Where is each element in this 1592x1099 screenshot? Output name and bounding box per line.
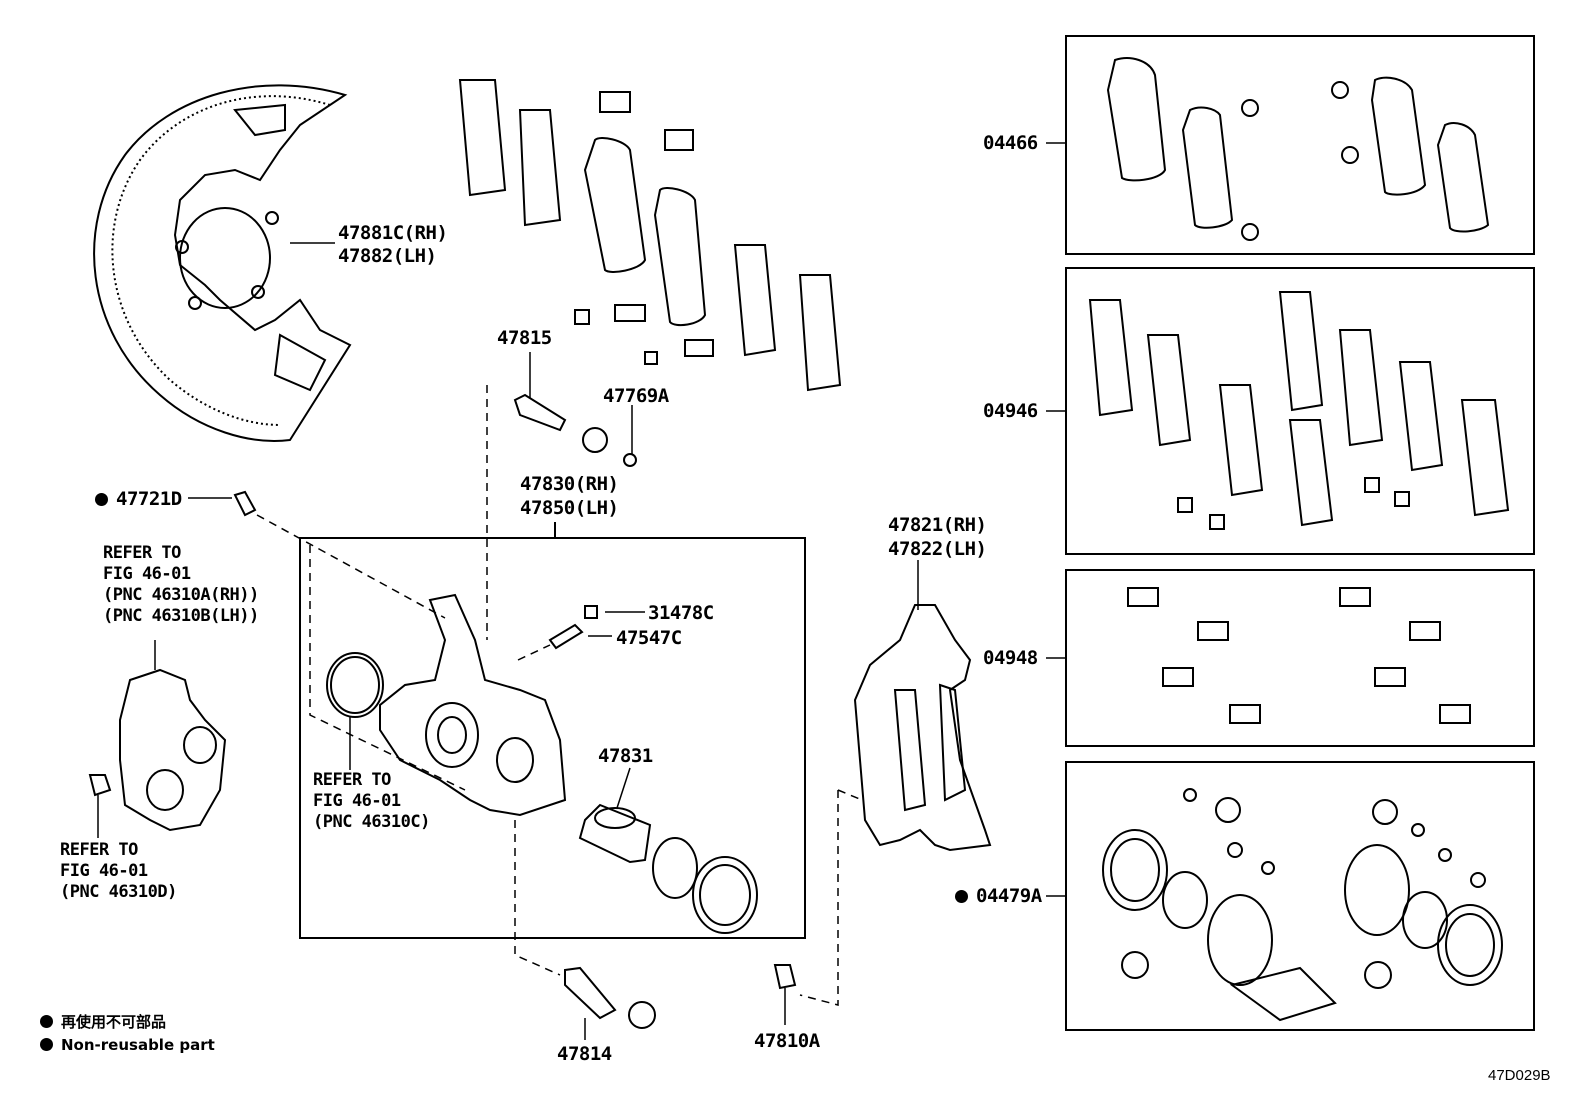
ref-c-line-2: FIG 46-01: [313, 791, 401, 811]
legend-jp-text: 再使用不可部品: [61, 1013, 167, 1031]
non-reusable-dot-icon: [40, 1038, 53, 1051]
leader-lines: [97, 142, 1066, 1040]
ref-a-line-3: (PNC 46310A(RH)): [103, 585, 259, 605]
non-reusable-dot-icon: [95, 493, 108, 506]
ref-d-line-3: (PNC 46310D): [60, 882, 177, 902]
pins-illustration: [233, 393, 797, 1029]
label-47814: 47814: [557, 1043, 612, 1065]
ref-c-line-3: (PNC 46310C): [313, 812, 430, 832]
label-47822-lh: 47822(LH): [888, 538, 987, 560]
brake-pads-illustration: [458, 79, 842, 392]
kit-04466-box: [1065, 35, 1535, 255]
label-47810a: 47810A: [754, 1030, 820, 1052]
assembly-lines: [256, 385, 863, 1006]
kit-04946-contents: [1088, 291, 1510, 530]
caliper-illustration: [326, 593, 567, 817]
kit-04466-contents: [1106, 57, 1490, 241]
legend-en-text: Non-reusable part: [61, 1036, 215, 1054]
label-47821-rh: 47821(RH): [888, 514, 987, 536]
label-04946: 04946: [983, 400, 1038, 422]
mounting-illustration: [853, 604, 992, 852]
caliper-box: [299, 537, 806, 939]
ref-a-line-4: (PNC 46310B(LH)): [103, 606, 259, 626]
label-47831: 47831: [598, 745, 653, 767]
ref-d-line-1: REFER TO: [60, 840, 138, 860]
label-47830-rh: 47830(RH): [520, 473, 619, 495]
legend-en: Non-reusable part: [40, 1036, 215, 1054]
non-reusable-dot-icon: [40, 1015, 53, 1028]
piston-illustration: [578, 803, 758, 934]
label-47769a: 47769A: [603, 385, 669, 407]
label-04466: 04466: [983, 132, 1038, 154]
figure-code: 47D029B: [1488, 1067, 1551, 1084]
label-47882-lh: 47882(LH): [338, 245, 437, 267]
ref-d-line-2: FIG 46-01: [60, 861, 148, 881]
kit-04479a-contents: [1102, 788, 1503, 1022]
label-04948: 04948: [983, 647, 1038, 669]
label-47815: 47815: [497, 327, 552, 349]
actuator-illustration: [88, 668, 227, 832]
label-47721d-text: 47721D: [116, 488, 182, 510]
label-31478c: 31478C: [648, 602, 714, 624]
dust-shield-illustration: [93, 84, 352, 442]
label-47881c-rh: 47881C(RH): [338, 222, 448, 244]
label-04479a: 04479A: [955, 885, 1042, 907]
kit-04479a-box: [1065, 761, 1535, 1031]
label-47547c: 47547C: [616, 627, 682, 649]
label-04479a-text: 04479A: [976, 885, 1042, 907]
kit-04948-contents: [1127, 587, 1471, 724]
ref-a-line-1: REFER TO: [103, 543, 181, 563]
label-47850-lh: 47850(LH): [520, 497, 619, 519]
label-47721d: 47721D: [95, 488, 182, 510]
ref-c-line-1: REFER TO: [313, 770, 391, 790]
non-reusable-dot-icon: [955, 890, 968, 903]
kit-04948-box: [1065, 569, 1535, 747]
legend-jp: 再使用不可部品: [40, 1011, 166, 1032]
ref-a-line-2: FIG 46-01: [103, 564, 191, 584]
